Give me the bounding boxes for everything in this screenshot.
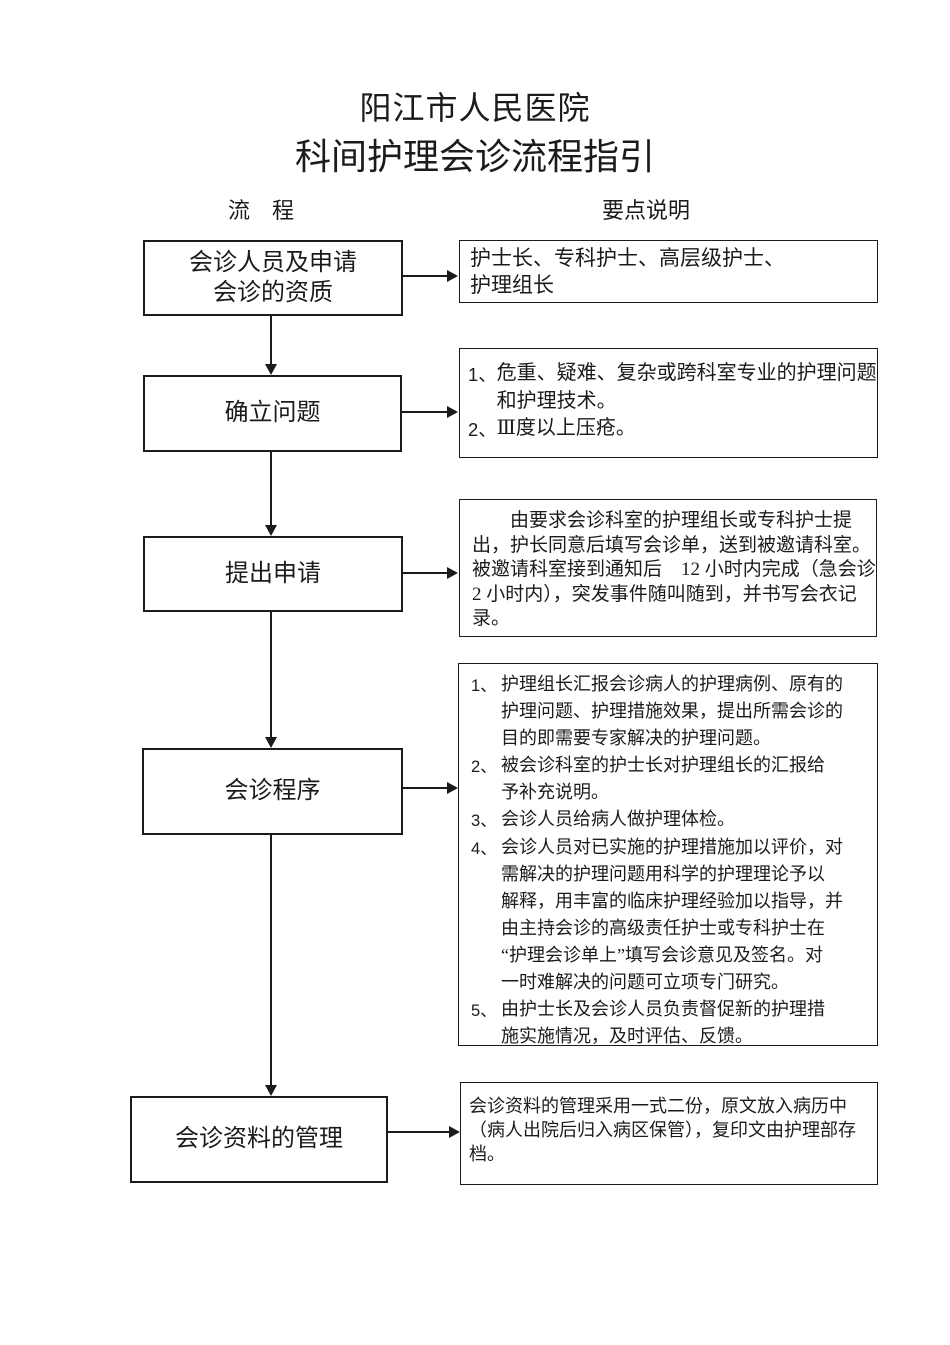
list-item-text: 护理组长汇报会诊病人的护理病例、原有的 护理问题、护理措施效果，提出所需会诊的 …	[501, 674, 843, 748]
points-text: 会诊资料的管理采用一式二份，原文放入病历中 （病人出院后归入病区保管），复印文由…	[469, 1096, 856, 1164]
list-item-text: 会诊人员给病人做护理体检。	[501, 809, 735, 829]
points-box-consultation-procedure: 1、 护理组长汇报会诊病人的护理病例、原有的 护理问题、护理措施效果，提出所需会…	[458, 663, 878, 1046]
flow-step-label: 会诊资料的管理	[175, 1126, 343, 1153]
points-box-records-management: 会诊资料的管理采用一式二份，原文放入病历中 （病人出院后归入病区保管），复印文由…	[460, 1082, 878, 1185]
connector-line-down-4	[270, 835, 272, 1086]
list-item-number: 1、	[468, 364, 497, 385]
points-box-identify-problem: 1、 危重、疑难、复杂或跨科室专业的护理问题 和护理技术。 2、 Ⅲ度以上压疮。	[459, 348, 878, 458]
list-item-text: Ⅲ度以上压疮。	[496, 417, 636, 439]
list-item-number: 1、	[471, 676, 497, 695]
down-arrowhead-icon	[265, 364, 277, 375]
list-item-text: 会诊人员对已实施的护理措施加以评价，对 需解决的护理问题用科学的护理理论予以 解…	[501, 837, 843, 992]
right-arrowhead-icon	[447, 567, 458, 579]
connector-line-down-2	[270, 452, 272, 526]
down-arrowhead-icon	[265, 525, 277, 536]
points-text: 护士长、专科护士、高层级护士、 护理组长	[470, 246, 785, 297]
list-item-number: 4、	[471, 839, 497, 858]
flow-step-label: 确立问题	[224, 400, 321, 427]
right-arrowhead-icon	[447, 406, 458, 418]
connector-line-down-1	[270, 316, 272, 365]
connector-line-down-3	[270, 612, 272, 738]
list-item: 2、 被会诊科室的护士长对护理组长的汇报给 予补充说明。	[471, 752, 869, 806]
flow-step-records-management: 会诊资料的管理	[130, 1096, 388, 1183]
points-text: 由要求会诊科室的护理组长或专科护士提 出，护长同意后填写会诊单，送到被邀请科室。…	[472, 510, 876, 629]
document-title: 阳江市人民医院	[359, 90, 591, 126]
column-header-flow: 流 程	[228, 198, 295, 223]
points-box-qualification: 护士长、专科护士、高层级护士、 护理组长	[459, 240, 878, 303]
column-header-points: 要点说明	[602, 198, 691, 223]
connector-line-right-3	[403, 572, 448, 574]
flow-step-identify-problem: 确立问题	[143, 375, 402, 452]
flow-step-consultation-qualification: 会诊人员及申请 会诊的资质	[143, 240, 403, 316]
list-item-number: 2、	[468, 419, 497, 440]
right-arrowhead-icon	[447, 782, 458, 794]
flow-step-label: 提出申请	[225, 560, 321, 587]
list-item: 1、 危重、疑难、复杂或跨科室专业的护理问题 和护理技术。	[468, 360, 877, 415]
connector-line-right-1	[403, 275, 448, 277]
list-item-number: 5、	[471, 1001, 497, 1020]
list-item: 3、 会诊人员给病人做护理体检。	[471, 806, 869, 834]
list-item-number: 2、	[471, 757, 497, 776]
list-item-text: 被会诊科室的护士长对护理组长的汇报给 予补充说明。	[501, 755, 825, 802]
connector-line-right-4	[403, 787, 448, 789]
connector-line-right-5	[388, 1131, 450, 1133]
flow-step-label: 会诊程序	[224, 778, 321, 805]
list-item: 5、 由护士长及会诊人员负责督促新的护理措 施实施情况，及时评估、反馈。	[471, 996, 869, 1050]
list-item-text: 危重、疑难、复杂或跨科室专业的护理问题 和护理技术。	[496, 362, 877, 412]
points-box-submit-application: 由要求会诊科室的护理组长或专科护士提 出，护长同意后填写会诊单，送到被邀请科室。…	[459, 499, 877, 637]
list-item-text: 由护士长及会诊人员负责督促新的护理措 施实施情况，及时评估、反馈。	[501, 999, 825, 1046]
document-subtitle: 科间护理会诊流程指引	[294, 137, 655, 177]
list-item: 2、 Ⅲ度以上压疮。	[468, 415, 875, 444]
list-item: 4、 会诊人员对已实施的护理措施加以评价，对 需解决的护理问题用科学的护理理论予…	[471, 834, 869, 996]
list-item-number: 3、	[471, 811, 497, 830]
down-arrowhead-icon	[265, 1085, 277, 1096]
down-arrowhead-icon	[265, 737, 277, 748]
flow-step-submit-application: 提出申请	[143, 536, 403, 612]
connector-line-right-2	[402, 411, 448, 413]
list-item: 1、 护理组长汇报会诊病人的护理病例、原有的 护理问题、护理措施效果，提出所需会…	[471, 671, 869, 752]
flow-step-label: 会诊人员及申请 会诊的资质	[189, 249, 357, 306]
flow-step-consultation-procedure: 会诊程序	[142, 748, 403, 835]
right-arrowhead-icon	[449, 1126, 460, 1138]
right-arrowhead-icon	[447, 270, 458, 282]
